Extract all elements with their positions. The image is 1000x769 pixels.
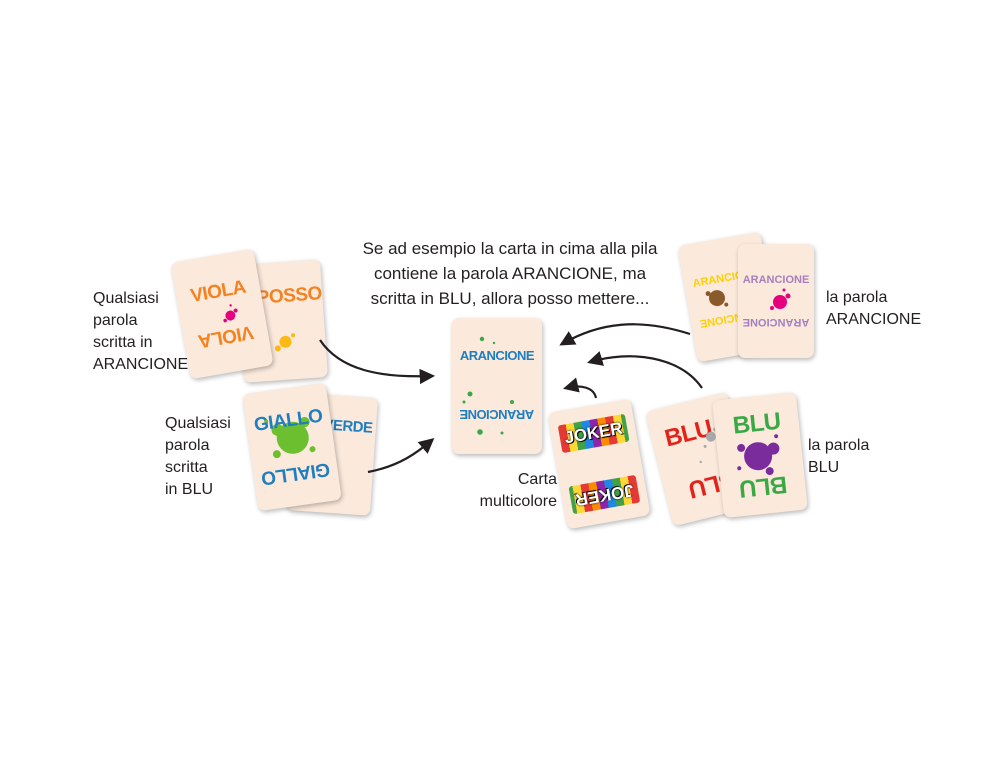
arrow-from-joker [563, 377, 598, 399]
card-word-top: ARANCIONE [459, 348, 535, 363]
card-arancione-yellow: ARANCIONE ARANCIONE [677, 231, 781, 363]
caption-word-arancione: la parola ARANCIONE [826, 289, 922, 328]
card-word-top: ARANCIONE [742, 274, 810, 286]
card-giallo: GIALLO GIALLO [242, 382, 342, 512]
arrow-from-blue [367, 437, 435, 474]
top-pile-card: ARANCIONE ARANCIONE [452, 318, 542, 454]
paint-splat-icon [737, 434, 780, 476]
paint-splat-icon [770, 288, 791, 310]
arrow-from-orange [319, 339, 436, 385]
paint-splat-icon [462, 336, 514, 435]
paint-splat-icon [705, 290, 729, 307]
card-blu-green: BLU BLU [712, 391, 808, 519]
arrow-from-arancione [559, 323, 691, 346]
caption-any-blue: Qualsiasi parola scritta in BLU [165, 415, 231, 498]
paint-splat-icon [264, 416, 316, 459]
paint-splat-icon [223, 304, 238, 323]
caption-multicolor: Carta multicolore [479, 471, 557, 510]
card-viola: VIOLA VIOLA [170, 248, 274, 380]
main-caption: Se ad esempio la carta in cima alla pila… [362, 239, 658, 308]
card-arancione-purple: ARANCIONE ARANCIONE [738, 244, 814, 358]
card-posso: POSSO [235, 259, 329, 383]
caption-any-orange: Qualsiasi parola scritta in ARANCIONE [93, 290, 189, 373]
caption-word-blu: la parola BLU [808, 437, 870, 476]
paint-splat-icon [274, 333, 296, 352]
arrow-from-blu [587, 351, 703, 389]
